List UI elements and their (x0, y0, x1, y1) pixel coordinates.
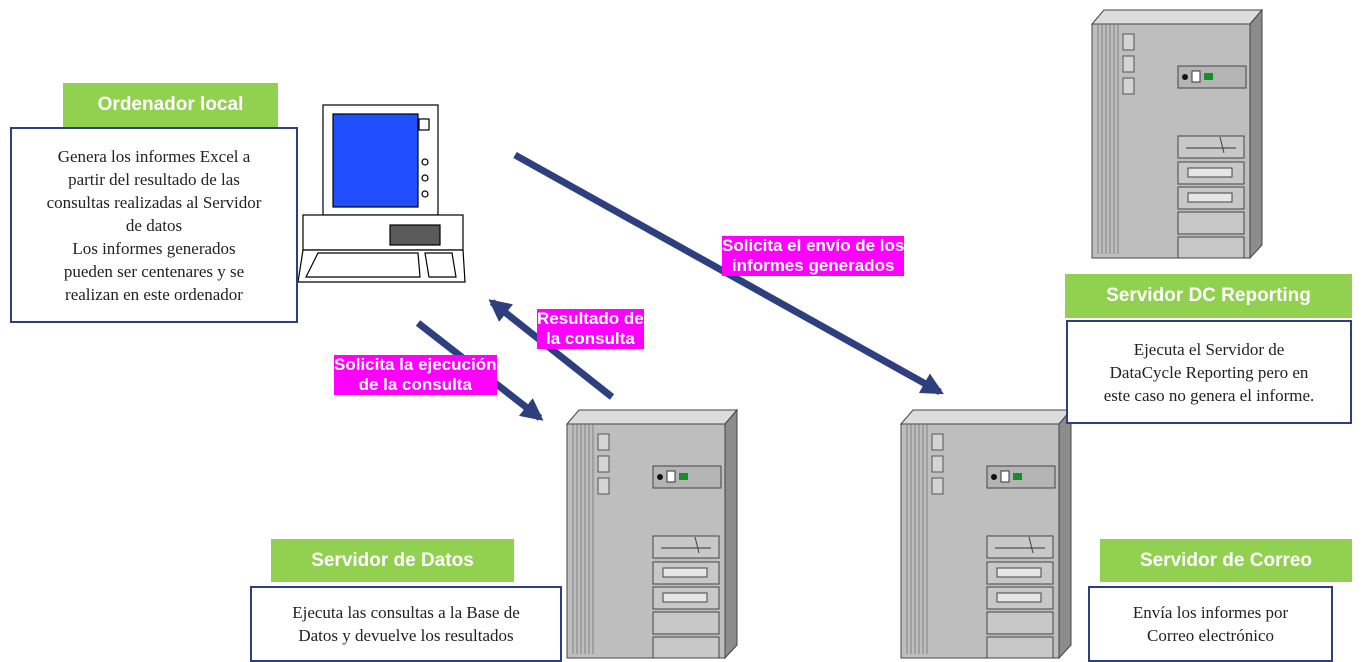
datos-desc-line: Datos y devuelve los resultados (298, 626, 514, 645)
reporting-server-icon (1091, 9, 1263, 259)
datos-desc-line: Ejecuta las consultas a la Base de (292, 603, 520, 622)
reporting-desc-line: este caso no genera el informe. (1103, 385, 1315, 405)
local-computer-description: Genera los informes Excel a partir del r… (10, 127, 298, 323)
label-solicita-envio: Solicita el envío de los informes genera… (722, 236, 905, 276)
local-desc-line: Genera los informes Excel a (57, 146, 251, 166)
data-server-title: Servidor de Datos (271, 539, 514, 582)
correo-desc-line: Correo electrónico (1147, 626, 1274, 645)
local-desc-line: de datos (125, 215, 183, 235)
reporting-desc-line: Ejecuta el Servidor de (1133, 339, 1285, 359)
local-desc-line: pueden ser centenares y se (63, 261, 245, 281)
label-solicita-ejecucion: Solicita la ejecución de la consulta (334, 355, 497, 395)
label-resultado-consulta: Resultado de la consulta (537, 309, 644, 349)
mail-server-description: Envía los informes por Correo electrónic… (1088, 586, 1333, 662)
label-line: Solicita el envío de los (722, 236, 905, 255)
local-desc-line: partir del resultado de las (68, 169, 240, 189)
local-computer-title: Ordenador local (63, 83, 278, 127)
reporting-server-title: Servidor DC Reporting (1065, 274, 1352, 318)
mail-server-title: Servidor de Correo (1100, 539, 1352, 582)
label-line: de la consulta (358, 375, 472, 394)
data-server-description: Ejecuta las consultas a la Base de Datos… (250, 586, 562, 662)
local-desc-line: consultas realizadas al Servidor (46, 192, 262, 212)
local-desc-line: Los informes generados (72, 238, 236, 258)
label-line: Resultado de (537, 309, 644, 328)
correo-desc-line: Envía los informes por (1132, 603, 1289, 622)
reporting-desc-line: DataCycle Reporting pero en (1109, 362, 1309, 382)
local-desc-line: realizan en este ordenador (65, 284, 243, 304)
label-line: informes generados (731, 256, 895, 275)
label-line: Solicita la ejecución (334, 355, 497, 374)
mail-server-icon (900, 409, 1072, 659)
label-line: la consulta (545, 329, 635, 348)
data-server-icon (566, 409, 738, 659)
arrow-result-to-local (488, 299, 615, 400)
reporting-server-description: Ejecuta el Servidor de DataCycle Reporti… (1066, 320, 1352, 424)
